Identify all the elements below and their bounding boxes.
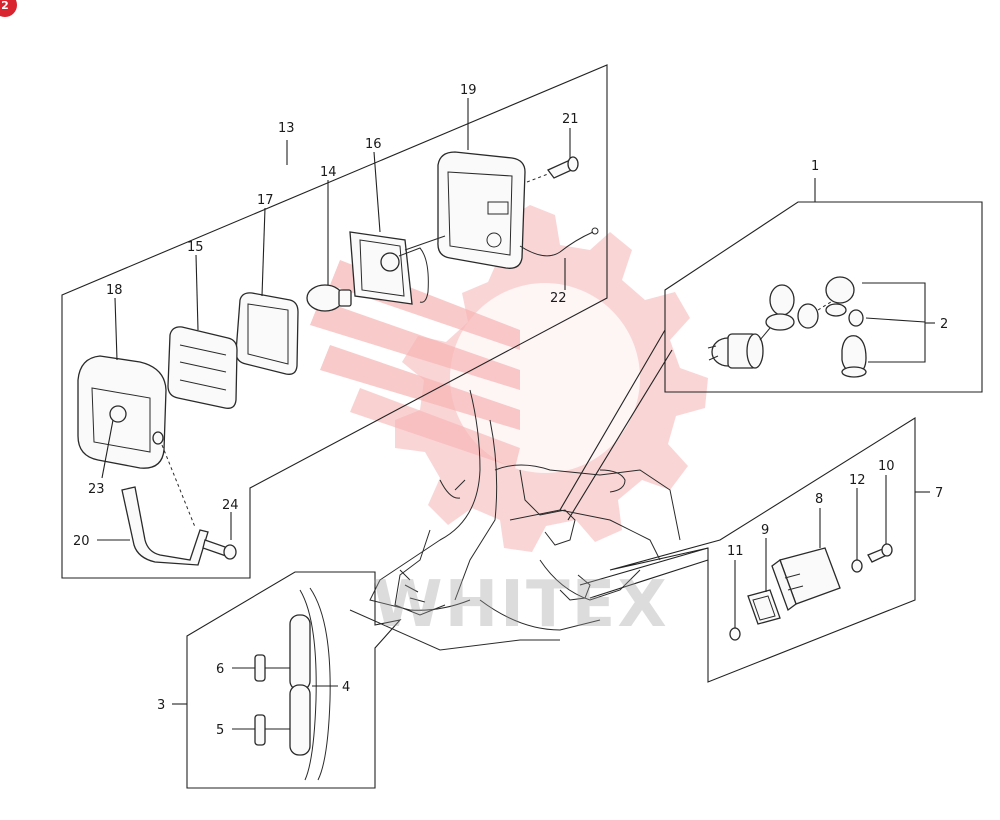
callout-15: 15: [187, 240, 204, 255]
fuse-5-part: [254, 714, 266, 746]
socket-rubber-part: [349, 231, 446, 305]
callout-19: 19: [460, 83, 477, 98]
headlight-assembly-panel: [61, 64, 608, 579]
callout-1: 1: [811, 159, 819, 174]
callout-6: 6: [216, 662, 224, 677]
bolt-24-part: [202, 539, 237, 560]
callout-5: 5: [216, 723, 224, 738]
switch-cap-part: [759, 284, 795, 341]
callout-10: 10: [878, 459, 895, 474]
relay-panel: [609, 417, 930, 683]
callout-16: 16: [365, 137, 382, 152]
nut-11-part: [729, 627, 741, 641]
frame-harness-sketch: [349, 329, 709, 651]
callout-labels: 1 2 3 4 5 6 7 8 9 10 11 12 13 14 15 16 1…: [73, 83, 948, 738]
corner-badge-label: 2: [1, 0, 9, 12]
callout-23: 23: [88, 482, 105, 497]
callout-4: 4: [342, 680, 350, 695]
gasket-part: [235, 292, 299, 375]
corner-badge: 2: [0, 0, 17, 17]
callout-14: 14: [320, 165, 337, 180]
callout-17: 17: [257, 193, 274, 208]
callout-8: 8: [815, 492, 823, 507]
watermark-text: WHITEX: [372, 568, 669, 642]
callout-21: 21: [562, 112, 579, 127]
relay-part: [771, 547, 841, 612]
bulb-part: [306, 284, 352, 312]
callout-11: 11: [727, 544, 744, 559]
switch-panel: [664, 178, 983, 393]
stay-bracket-part: [121, 444, 209, 566]
callout-7: 7: [935, 486, 943, 501]
callout-24: 24: [222, 498, 239, 513]
callout-13: 13: [278, 121, 295, 136]
headlight-housing-part: [437, 151, 599, 269]
callout-20: 20: [73, 534, 90, 549]
screw-10-part: [867, 543, 893, 563]
fuse-panel: [172, 571, 402, 789]
switch-nut-part: [797, 299, 835, 329]
main-switch-part: [707, 333, 764, 369]
screw-21-part: [526, 156, 579, 183]
washer-12-part: [851, 559, 863, 573]
callout-18: 18: [106, 283, 123, 298]
switch-housing-part: [825, 276, 867, 378]
callout-2: 2: [940, 317, 948, 332]
lens-part: [167, 326, 238, 409]
callout-9: 9: [761, 523, 769, 538]
callout-12: 12: [849, 473, 866, 488]
fuse-box-part: [289, 614, 311, 756]
callout-22: 22: [550, 291, 567, 306]
relay-cover-part: [747, 589, 781, 625]
fuse-6-part: [254, 654, 266, 682]
rim-part: [77, 355, 167, 469]
callout-3: 3: [157, 698, 165, 713]
